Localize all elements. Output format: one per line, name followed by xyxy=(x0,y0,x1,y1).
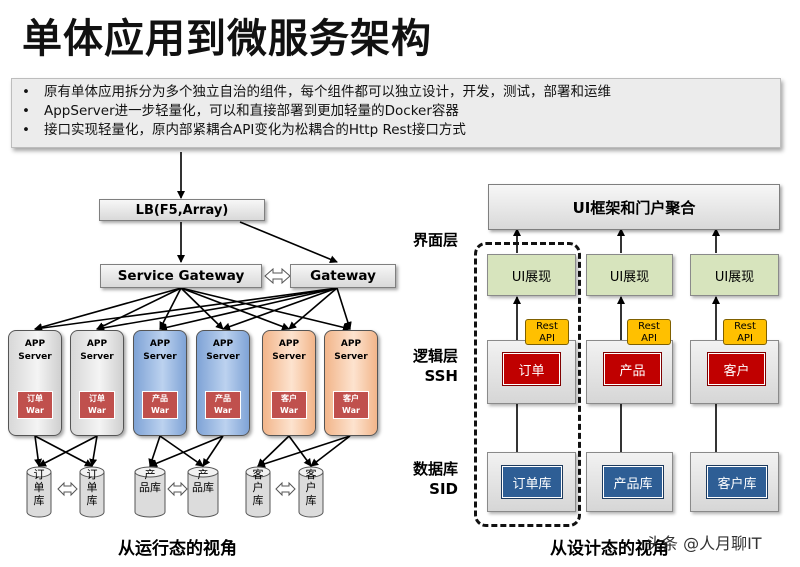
rest-api-badge-customer: Rest API xyxy=(723,319,767,345)
ui-view-order: UI展现 xyxy=(487,254,576,296)
fan-line xyxy=(288,287,338,330)
fan-line xyxy=(180,287,351,332)
bullet-text: 接口实现轻量化，原内部紧耦合API变化为松耦合的Http Rest接口方式 xyxy=(44,122,466,138)
order-service-boundary xyxy=(474,242,581,527)
app-server-label: APP Server xyxy=(272,339,306,362)
bullet-item: • AppServer进一步轻量化，可以和直接部署到更加轻量的Docker容器 xyxy=(22,102,780,121)
war-badge: 产品 War xyxy=(205,391,241,419)
db-cylinder xyxy=(26,466,52,518)
database-label: 产 品库 xyxy=(139,468,161,494)
db-cylinder xyxy=(134,466,166,518)
server-db-line xyxy=(34,435,43,467)
bullet-marker: • xyxy=(22,122,30,138)
db-cylinder xyxy=(245,466,271,518)
service-gateway-box: Service Gateway xyxy=(100,264,262,288)
app-server-label: APP Server xyxy=(206,339,240,362)
bullet-text: AppServer进一步轻量化，可以和直接部署到更加轻量的Docker容器 xyxy=(44,103,459,119)
database-product-1: 产 品库 xyxy=(135,468,165,517)
server-db-line xyxy=(38,435,98,467)
server-db-line xyxy=(159,435,204,467)
runtime-caption: 从运行态的视角 xyxy=(118,539,237,559)
rest-api-badge-order: Rest API xyxy=(525,319,569,345)
watermark: 头条 @人月聊IT xyxy=(646,534,762,553)
database-label: 产 品库 xyxy=(192,468,214,494)
app-server-label: APP Server xyxy=(18,339,52,362)
fan-line xyxy=(34,287,338,333)
server-db-line xyxy=(89,435,98,467)
db-customer: 客户库 xyxy=(706,465,768,499)
server-db-line xyxy=(257,435,351,468)
db-sync-arrow xyxy=(57,481,78,497)
fan-line xyxy=(96,287,182,330)
bullet-text: 原有单体应用拆分为多个独立自治的组件，每个组件都可以独立设计，开发，测试，部署和… xyxy=(44,84,611,100)
app-server-order-1: APP Server 订单 War xyxy=(8,330,62,436)
war-badge: 客户 War xyxy=(271,391,307,419)
bullet-item: • 原有单体应用拆分为多个独立自治的组件，每个组件都可以独立设计，开发，测试，部署… xyxy=(22,83,780,102)
app-server-customer-2: APP Server 客户 War xyxy=(324,330,378,436)
database-label: 客 户 库 xyxy=(252,468,264,507)
gateway-link-arrow xyxy=(264,267,291,285)
db-cylinder xyxy=(79,466,105,518)
fan-line xyxy=(34,287,182,331)
bullet-list: • 原有单体应用拆分为多个独立自治的组件，每个组件都可以独立设计，开发，测试，部署… xyxy=(11,78,781,148)
database-label: 订 单 库 xyxy=(86,468,98,507)
database-customer-2: 客 户 库 xyxy=(299,468,323,517)
war-badge: 客户 War xyxy=(333,391,369,419)
db-cylinder xyxy=(187,466,219,518)
arrow-lb-to-gateway xyxy=(239,221,338,264)
fan-line xyxy=(159,287,338,332)
database-customer-1: 客 户 库 xyxy=(246,468,270,517)
db-sync-arrow xyxy=(167,481,188,497)
app-server-product-1: APP Server 产品 War xyxy=(133,330,187,436)
db-product: 产品库 xyxy=(602,465,664,499)
db-cylinder xyxy=(298,466,324,518)
layer-label-logic: 逻辑层 SSH xyxy=(412,347,458,385)
fan-line xyxy=(336,287,352,330)
fan-line xyxy=(96,287,338,332)
database-label: 客 户 库 xyxy=(305,468,317,507)
logic-product: 产品 xyxy=(603,352,662,386)
layer-label-data: 数据库 SID xyxy=(412,460,458,498)
logic-customer: 客户 xyxy=(707,352,766,386)
fan-line xyxy=(180,287,224,330)
load-balancer-box: LB(F5,Array) xyxy=(99,199,265,221)
fan-line xyxy=(159,287,182,330)
database-order-1: 订 单 库 xyxy=(27,468,51,517)
portal-aggregation-box: UI框架和门户聚合 xyxy=(488,184,780,230)
db-sync-arrow xyxy=(275,481,296,497)
server-db-line xyxy=(288,435,312,467)
fan-line xyxy=(222,287,338,331)
ui-view-customer: UI展现 xyxy=(690,254,779,296)
app-server-customer-1: APP Server 客户 War xyxy=(262,330,316,436)
server-db-line xyxy=(149,435,224,468)
page-title: 单体应用到微服务架构 xyxy=(22,16,432,62)
server-db-line xyxy=(148,435,161,467)
app-server-label: APP Server xyxy=(80,339,114,362)
server-db-line xyxy=(34,435,93,467)
layer-label-ui: 界面层 xyxy=(412,231,458,249)
app-server-order-2: APP Server 订单 War xyxy=(70,330,124,436)
app-server-label: APP Server xyxy=(143,339,177,362)
war-badge: 产品 War xyxy=(142,391,178,419)
rest-api-badge-product: Rest API xyxy=(627,319,671,345)
design-caption: 从设计态的视角 xyxy=(550,539,669,559)
fan-line xyxy=(180,287,290,331)
app-server-product-2: APP Server 产品 War xyxy=(196,330,250,436)
bullet-marker: • xyxy=(22,84,30,100)
server-db-line xyxy=(310,435,351,467)
gateway-box: Gateway xyxy=(290,264,396,288)
database-label: 订 单 库 xyxy=(33,468,45,507)
bullet-item: • 接口实现轻量化，原内部紧耦合API变化为松耦合的Http Rest接口方式 xyxy=(22,121,780,140)
server-db-line xyxy=(202,435,224,467)
logic-order: 订单 xyxy=(502,352,561,386)
war-badge: 订单 War xyxy=(79,391,115,419)
db-order: 订单库 xyxy=(501,465,563,499)
ui-view-product: UI展现 xyxy=(586,254,673,296)
war-badge: 订单 War xyxy=(17,391,53,419)
bullet-marker: • xyxy=(22,103,30,119)
database-order-2: 订 单 库 xyxy=(80,468,104,517)
database-product-2: 产 品库 xyxy=(188,468,218,517)
app-server-label: APP Server xyxy=(334,339,368,362)
